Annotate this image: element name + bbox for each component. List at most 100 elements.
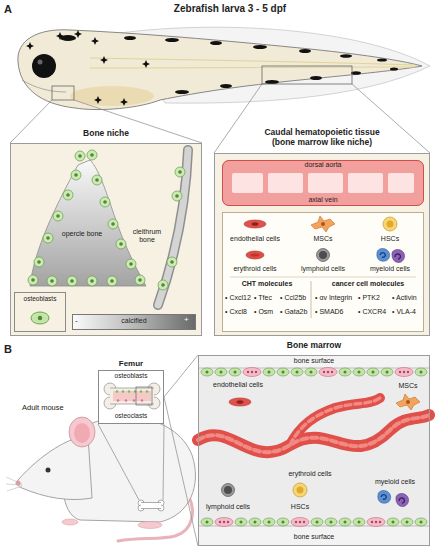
cht-art	[222, 160, 424, 206]
femur-art	[98, 370, 164, 424]
osteoblast-cells	[126, 259, 136, 269]
femur-box: Femurosteoblastsosteoclasts	[98, 370, 164, 424]
osteoblast-cells	[87, 150, 97, 160]
bone-marrow-art	[293, 483, 307, 497]
bone-niche-art	[30, 160, 146, 286]
cht-art	[222, 212, 424, 332]
cell-label: osteoblasts	[15, 295, 65, 302]
cht-art	[392, 250, 405, 263]
connector-layer	[164, 355, 198, 546]
surface-cells	[339, 518, 351, 526]
pigment-spots	[91, 37, 99, 45]
surface-cells	[415, 518, 427, 526]
bone-niche-art	[158, 150, 188, 305]
zebrafish-larva	[90, 67, 415, 68]
osteoblast-cells	[87, 276, 97, 286]
surface-cells	[311, 518, 323, 526]
surface-cells	[201, 368, 213, 376]
bone-marrow-art	[378, 491, 391, 504]
osteoblast-cells	[71, 170, 81, 180]
cht-art	[311, 216, 335, 232]
femur-art	[141, 399, 144, 402]
surface-cells	[229, 368, 241, 376]
cell-label: myeloid cells	[365, 478, 425, 486]
bone-marrow-art	[396, 394, 420, 410]
pigment-spots	[142, 60, 150, 68]
pigment-spots	[340, 54, 352, 58]
osteoblast-cells	[175, 167, 185, 177]
cht-art	[232, 173, 414, 193]
pigment-spots	[310, 76, 322, 80]
list-heading: CHT molecules	[227, 280, 307, 288]
osteoblast-cells	[28, 275, 38, 285]
cht-art	[246, 251, 264, 259]
zebrafish-larva	[90, 58, 415, 65]
molecule-item: • VLA-4	[392, 308, 423, 316]
blood-vessel	[198, 398, 429, 452]
vessel-band: dorsal aorta axial vein	[222, 160, 424, 206]
femur-art	[117, 399, 144, 402]
cht-art	[348, 173, 383, 193]
bone-label: cleithrum bone	[125, 228, 169, 244]
femur-art	[113, 391, 151, 401]
mouse	[98, 424, 139, 500]
surface-cells	[263, 518, 275, 526]
femur-art	[136, 387, 152, 405]
cell-label: osteoblasts	[100, 372, 162, 379]
osteoblast-cells	[116, 239, 126, 249]
surface-cells	[277, 368, 289, 376]
bone-marrow-art	[199, 356, 429, 368]
pigment-spots	[100, 56, 108, 64]
cell-label: erythroid cells	[223, 265, 287, 273]
surface-cells	[367, 518, 385, 527]
surface-cells	[235, 518, 247, 526]
blood-vessel	[290, 398, 380, 445]
marrow-panel: Bone marrowbone surfaceendothelial cells…	[198, 355, 430, 546]
zoom-lines	[10, 100, 52, 143]
femur-art	[116, 390, 119, 393]
cell-label: erythroid cells	[275, 470, 345, 478]
panel-heading: Caudal hematopoietic tissue (bone marrow…	[252, 128, 392, 148]
cht-art	[317, 249, 330, 262]
zebrafish-larva	[38, 60, 43, 65]
surface-cells	[353, 518, 365, 526]
pigment-spots	[26, 42, 34, 50]
cell-box: endothelial cells MSCs HSCs erythroid cells…	[222, 212, 424, 332]
osteoblast-cells	[108, 219, 118, 229]
osteoblast-cells	[167, 257, 177, 267]
cht-art	[214, 153, 430, 336]
scale-minus: -	[75, 316, 85, 325]
bone-marrow-art	[396, 494, 409, 507]
bone-marrow-art	[198, 355, 430, 546]
vessel-label: axial vein	[283, 196, 363, 204]
surface-label: bone surface	[274, 533, 354, 541]
panel-heading: Bone marrow	[264, 341, 364, 351]
osteoblast-icon	[31, 312, 49, 324]
pigment-spots	[220, 84, 232, 88]
cell-label: MSCs	[298, 235, 348, 243]
femur-art	[117, 399, 120, 402]
cell-label: HSCs	[365, 235, 415, 243]
zebrafish-larva	[52, 86, 74, 100]
bone-label: opercle bone	[54, 230, 110, 238]
panel-letter: A	[4, 3, 18, 16]
mouse	[163, 424, 164, 500]
vessel-label: dorsal aorta	[283, 161, 363, 169]
bone-marrow-art	[222, 484, 235, 497]
molecule-item: • Cxcl8	[225, 308, 254, 316]
pigment-spots	[60, 35, 76, 41]
bone-marrow-art	[229, 398, 251, 406]
cht-art	[230, 277, 416, 278]
cell-label: endothelial cells	[223, 235, 287, 243]
mouse	[62, 519, 78, 525]
molecule-item: • Cxcl12	[225, 294, 254, 302]
zebrafish-larva	[32, 54, 56, 78]
cell-label: lymphoid cells	[291, 265, 355, 273]
mouse	[7, 486, 22, 491]
surface-cells	[387, 518, 399, 526]
zebrafish-larva	[18, 30, 422, 110]
surface-cells	[353, 368, 365, 376]
zebrafish-larva	[262, 66, 352, 84]
cht-art	[388, 173, 414, 193]
